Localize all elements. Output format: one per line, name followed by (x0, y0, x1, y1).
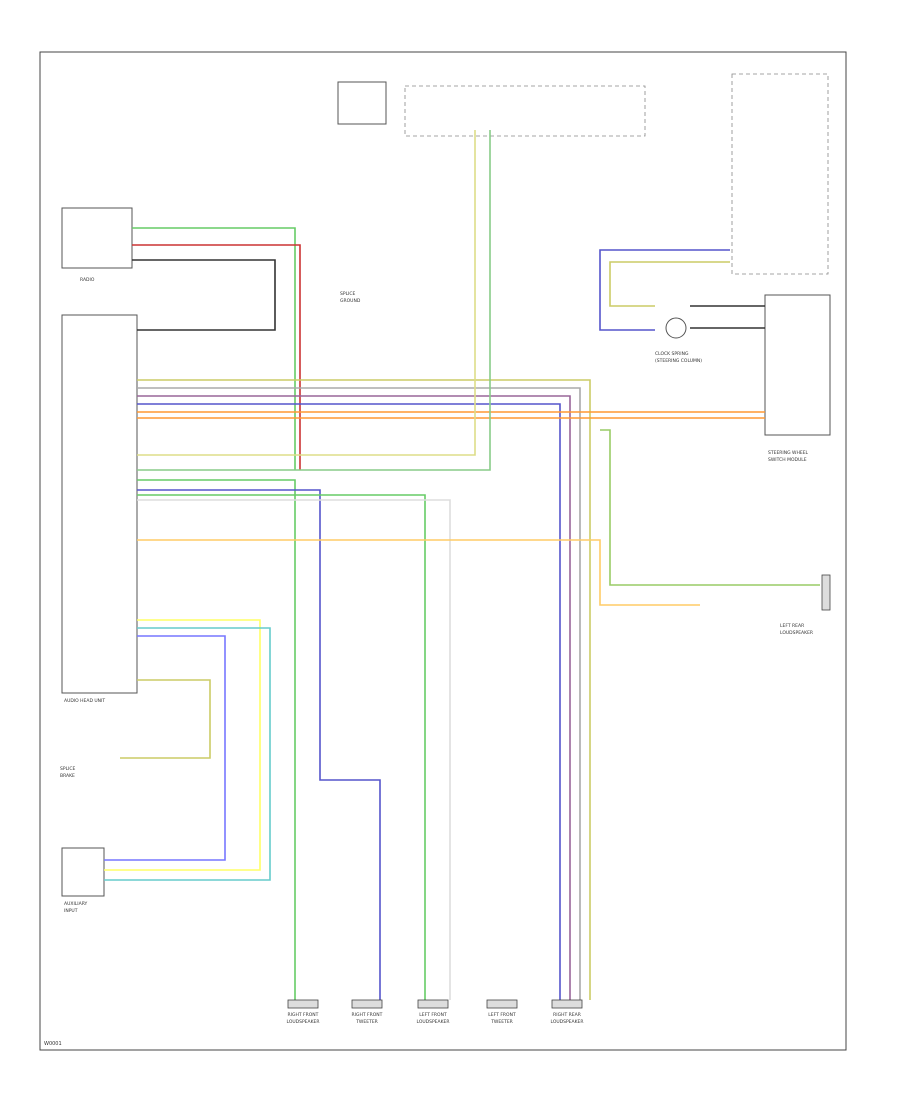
wire-swc-yellow (609, 261, 730, 307)
rf-tweeter-label-1: RIGHT FRONT (352, 1012, 383, 1018)
ground-splice-label-1: SPLICE (340, 291, 356, 297)
fuse-box-outline (404, 85, 646, 137)
lf-tweeter-label-1: LEFT FRONT (488, 1012, 516, 1018)
wire-blue-h1 (137, 403, 561, 1000)
left-rear-speaker-symbol (821, 574, 831, 611)
brake-splice-label-2: BRAKE (60, 773, 75, 779)
wire-rf-green (137, 479, 296, 1000)
audio-head-unit-box (61, 314, 138, 694)
clock-spring-label-2: (STEERING COLUMN) (655, 358, 702, 364)
wire-rf-blue (137, 489, 381, 1000)
wire-tan-up (137, 130, 476, 456)
steering-module-label-1: STEERING WHEEL (768, 450, 809, 456)
steering-module-label-2: SWITCH MODULE (768, 457, 807, 463)
wire-aux-blue (104, 635, 226, 861)
wire-green-up (137, 130, 491, 471)
lf-speaker-label-2: LOUDSPEAKER (416, 1019, 449, 1025)
rf-speaker-label-1: RIGHT FRONT (288, 1012, 319, 1018)
brake-splice-label-1: SPLICE (60, 766, 76, 772)
wire-aux-yellow (104, 619, 261, 871)
wire-green-1 (132, 227, 296, 470)
wire-black-1 (132, 259, 276, 331)
diagram-frame (39, 51, 847, 1051)
wire-swc-blue (599, 249, 730, 331)
switch-panel-outline (731, 73, 829, 275)
aux-input-box (61, 847, 105, 897)
ground-splice-label-2: GROUND (340, 298, 361, 304)
wire-yellow-rr (137, 539, 700, 606)
rr-speaker-label-1: RIGHT REAR (553, 1012, 581, 1018)
wire-aux-cyan (104, 627, 271, 881)
top-connector-block (337, 81, 387, 125)
steering-wheel-module-box (764, 294, 831, 436)
aux-input-label-2: INPUT (64, 908, 78, 914)
rf-tweeter (351, 999, 383, 1009)
left-rear-speaker-label-1: LEFT REAR (780, 623, 804, 629)
wire-brake (120, 679, 211, 759)
wire-grey-h1 (137, 387, 581, 1000)
lf-tweeter-label-2: TWEETER (490, 1019, 513, 1025)
wire-lf-green (137, 494, 426, 1000)
rf-speaker-label-2: LOUDSPEAKER (286, 1019, 319, 1025)
left-rear-speaker-label-2: LOUDSPEAKER (780, 630, 813, 636)
rr-loudspeaker (551, 999, 583, 1009)
wire-red-1 (132, 244, 301, 470)
radio-antenna-label: RADIO (80, 277, 95, 283)
wire-green-rr (600, 429, 820, 586)
lf-tweeter (486, 999, 518, 1009)
diagram-ref-number: W0001 (44, 1041, 62, 1047)
radio-antenna-box (61, 207, 133, 269)
audio-head-unit-label: AUDIO HEAD UNIT (64, 698, 105, 704)
aux-input-label-1: AUXILIARY (64, 901, 88, 907)
clock-spring-label-1: CLOCK SPRING (655, 351, 689, 357)
clock-spring-symbol (665, 317, 687, 339)
rr-speaker-label-2: LOUDSPEAKER (550, 1019, 583, 1025)
rf-loudspeaker (287, 999, 319, 1009)
wire-yellow-h1 (137, 379, 591, 1000)
rf-tweeter-label-2: TWEETER (355, 1019, 378, 1025)
lf-speaker-label-1: LEFT FRONT (419, 1012, 447, 1018)
lf-loudspeaker (417, 999, 449, 1009)
wire-violet-h1 (137, 395, 571, 1000)
wire-lf-white (137, 499, 451, 1000)
